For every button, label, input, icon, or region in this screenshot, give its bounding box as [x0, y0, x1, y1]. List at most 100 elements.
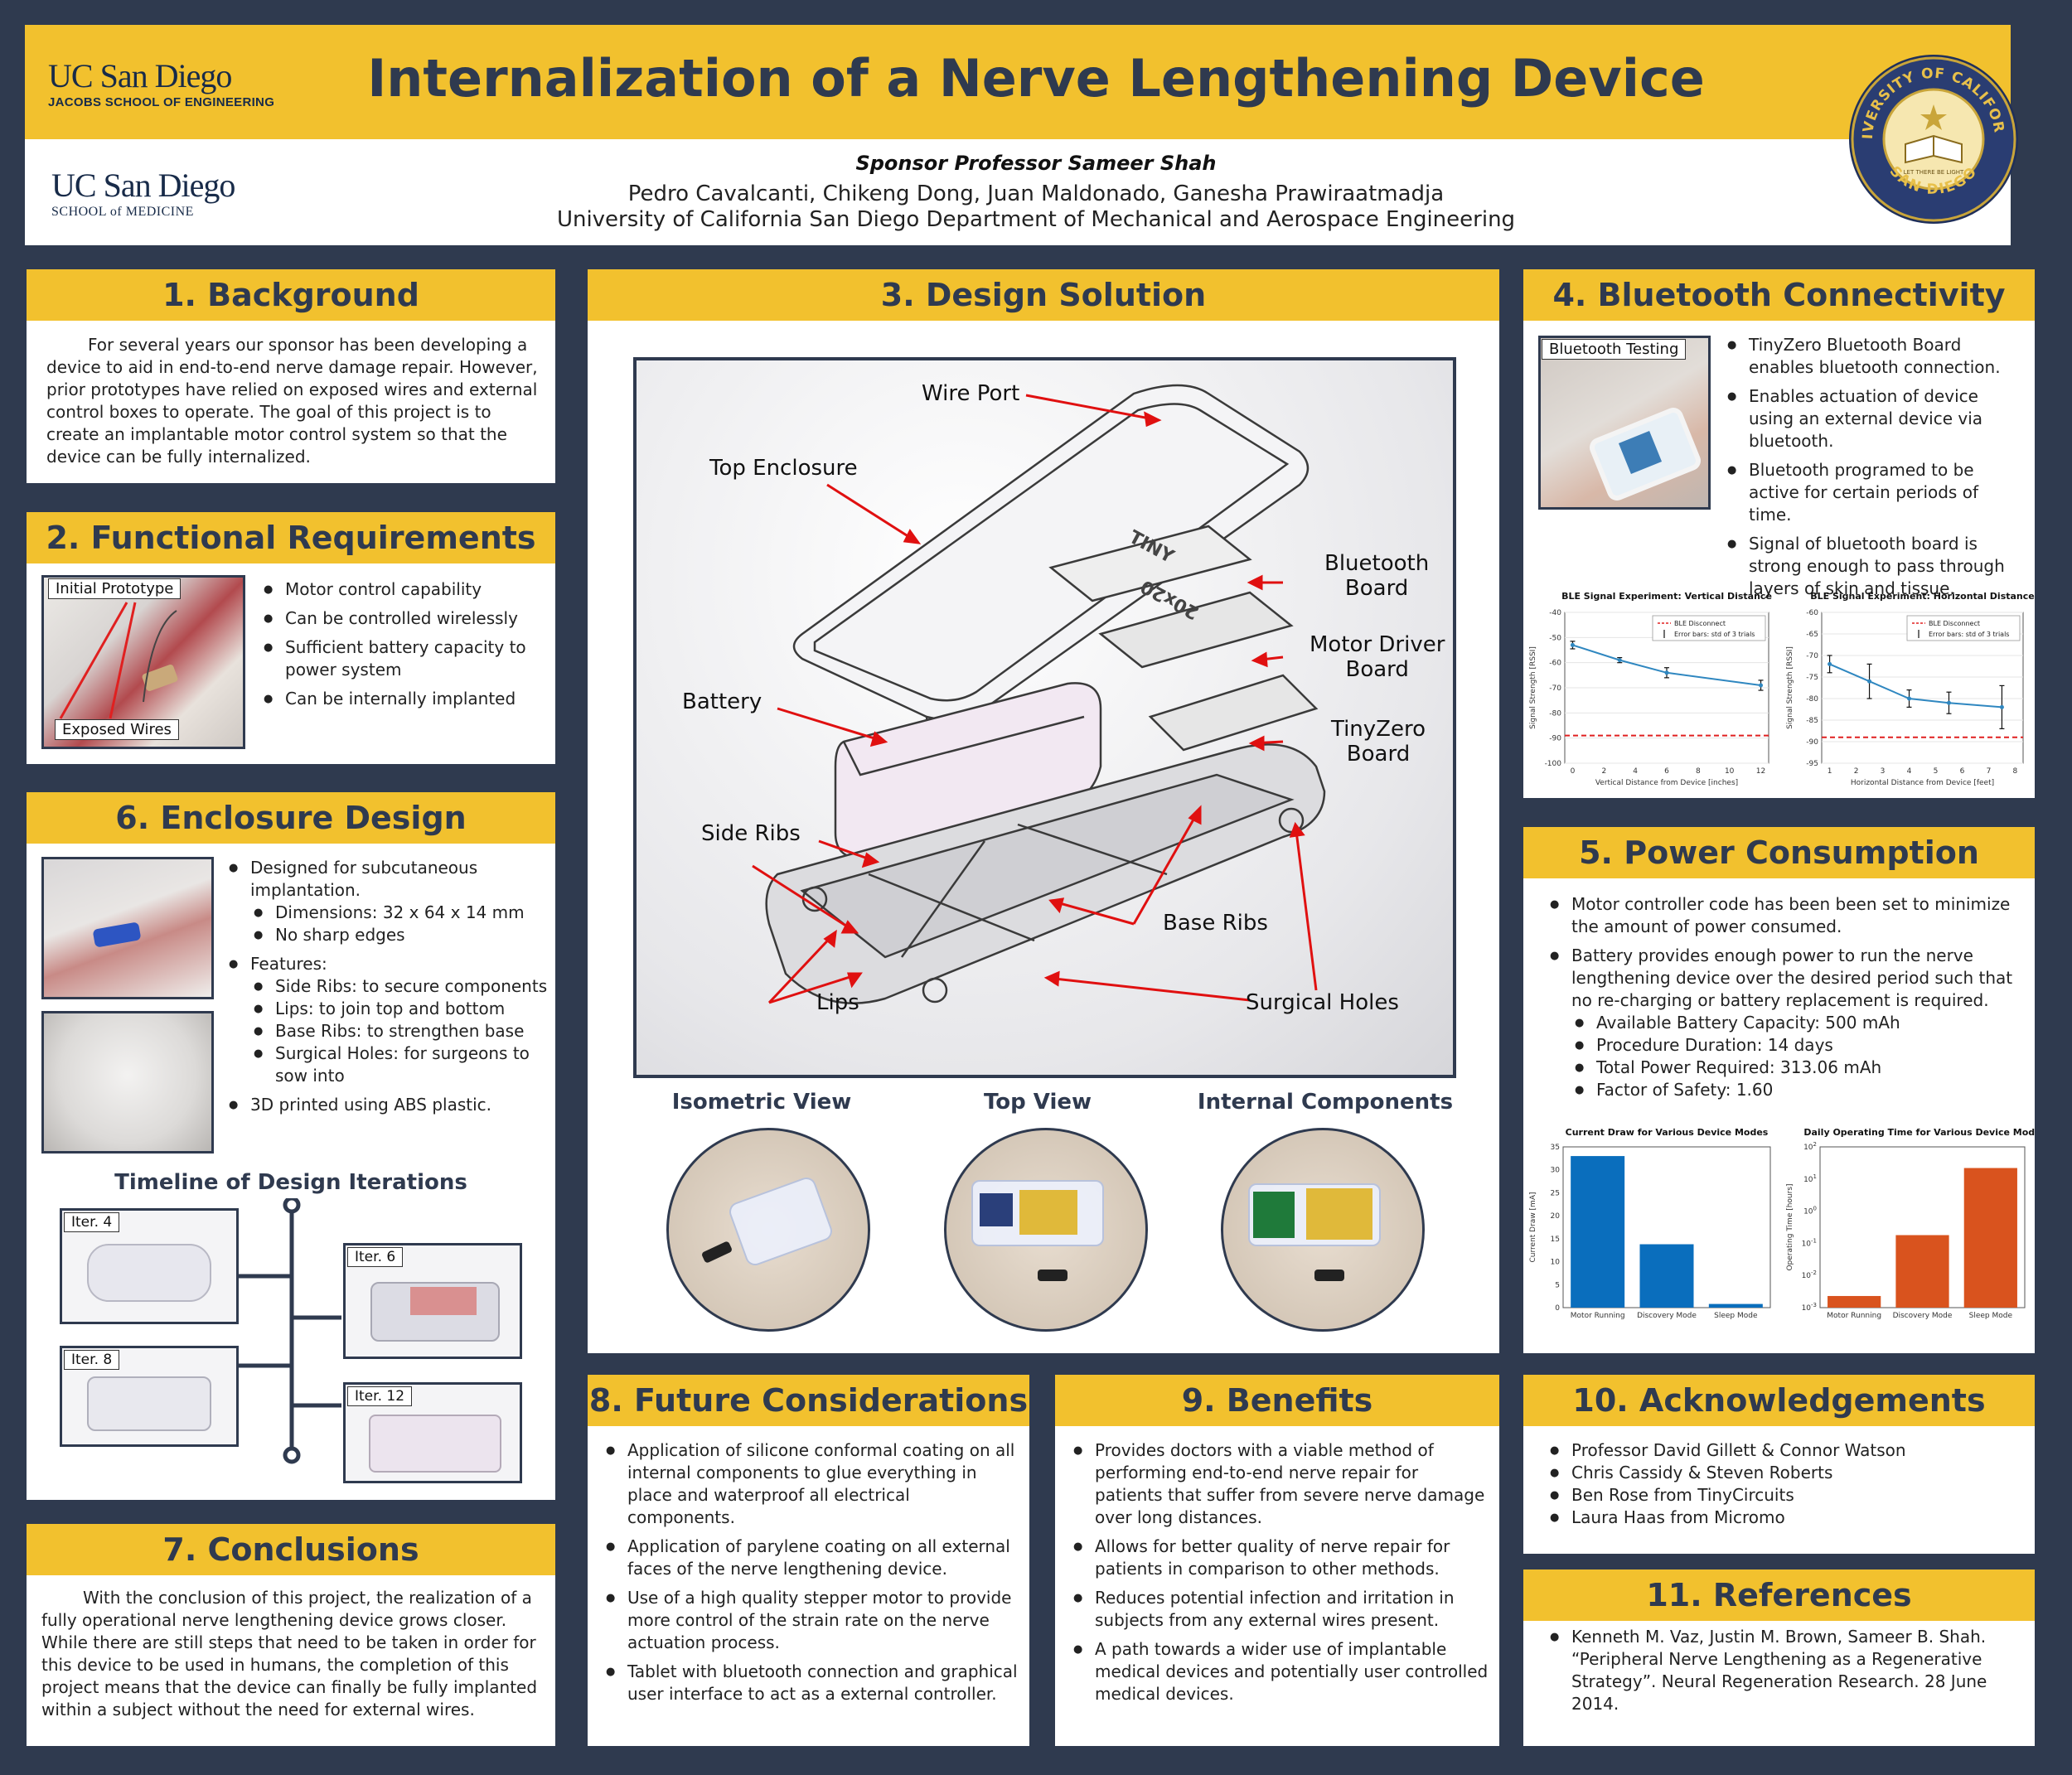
x-tick-label: Discovery Mode — [1637, 1312, 1697, 1320]
benefits-heading: 9. Benefits — [1055, 1375, 1499, 1426]
ble-vertical-chart: BLE Signal Experiment: Vertical Distance… — [1529, 591, 1772, 787]
design-heading: 3. Design Solution — [588, 269, 1499, 321]
future-heading: 8. Future Considerations — [588, 1375, 1029, 1426]
label-motor-line2: Board — [1345, 657, 1409, 682]
list-item: Allows for better quality of nerve repai… — [1070, 1536, 1491, 1580]
y-tick-label: 101 — [1803, 1173, 1817, 1184]
label-base-ribs: Base Ribs — [1163, 911, 1268, 936]
isometric-view-label: Isometric View — [671, 1090, 852, 1115]
y-tick-label: -100 — [1545, 760, 1562, 768]
x-tick-label: 3 — [1881, 767, 1886, 776]
x-tick-label: 4 — [1907, 767, 1912, 776]
initial-prototype-tag: Initial Prototype — [48, 578, 182, 599]
isometric-view-photo — [666, 1128, 870, 1332]
sub-item: Lips: to join top and bottom — [250, 998, 549, 1020]
data-point — [1907, 696, 1912, 701]
y-tick-label: -80 — [1549, 709, 1561, 718]
label-side-ribs: Side Ribs — [701, 821, 801, 846]
top-view-label: Top View — [983, 1090, 1092, 1115]
x-tick-label: Discovery Mode — [1893, 1312, 1953, 1320]
label-bluetooth-line2: Board — [1344, 576, 1409, 601]
requirements-list: Motor control capability Can be controll… — [260, 578, 542, 717]
sub-item: Dimensions: 32 x 64 x 14 mm — [250, 902, 549, 924]
references-list: Kenneth M. Vaz, Justin M. Brown, Sameer … — [1547, 1626, 2021, 1722]
label-wire-port: Wire Port — [922, 381, 1020, 406]
data-point — [1617, 658, 1622, 663]
logo-medicine-text: SCHOOL of MEDICINE — [51, 205, 194, 219]
iteration-6-tag: Iter. 6 — [347, 1247, 404, 1267]
acknowledgements-heading: 10. Acknowledgements — [1523, 1375, 2035, 1426]
x-tick-label: 8 — [2013, 767, 2018, 776]
y-tick-label: 35 — [1551, 1144, 1560, 1152]
list-item-text: Designed for subcutaneous implantation. — [250, 858, 478, 900]
medicine-logo: UC San Diego SCHOOL of MEDICINE — [51, 166, 235, 220]
exploded-view: TINY 20x20 Wire Port — [633, 357, 1456, 1078]
header-band — [25, 25, 2011, 139]
x-tick-label: 10 — [1725, 767, 1735, 776]
exposed-wires-tag: Exposed Wires — [55, 719, 179, 740]
power-sublist: Available Battery Capacity: 500 mAh Proc… — [1571, 1012, 2024, 1101]
label-top-enclosure: Top Enclosure — [709, 456, 858, 481]
y-tick-label: 5 — [1555, 1281, 1560, 1289]
dimension-sublist: Dimensions: 32 x 64 x 14 mm No sharp edg… — [250, 902, 549, 946]
y-tick-label: 10 — [1551, 1259, 1561, 1267]
timeline-title: Timeline of Design Iterations — [114, 1170, 467, 1195]
acknowledgements-list: Professor David Gillett & Connor Watson … — [1547, 1439, 2024, 1529]
ble-horizontal-chart: BLE Signal Experiment: Horizontal Distan… — [1786, 591, 2035, 787]
power-list: Motor controller code has been been set … — [1547, 893, 2024, 1108]
affiliation-line: University of California San Diego Depar… — [556, 207, 1516, 232]
current-draw-chart: Current Draw for Various Device Modes051… — [1529, 1127, 1771, 1320]
enclosure-panel: 6. Enclosure Design Designed for subcuta… — [27, 792, 555, 1500]
features-sublist: Side Ribs: to secure components Lips: to… — [250, 975, 549, 1087]
list-item-text: Features: — [250, 954, 327, 974]
bluetooth-testing-photo — [1538, 336, 1711, 510]
background-panel: 1. Background For several years our spon… — [27, 269, 555, 483]
sub-item: Total Power Required: 313.06 mAh — [1571, 1057, 2024, 1079]
y-tick-label: -60 — [1806, 609, 1818, 617]
list-item-text: Battery provides enough power to run the… — [1571, 946, 2013, 1010]
data-point — [1867, 679, 1872, 684]
sub-item: Surgical Holes: for surgeons to sow into — [250, 1042, 549, 1087]
logo-ucsd-text: UC San Diego — [48, 57, 232, 94]
implant-photo-1 — [41, 857, 214, 999]
y-tick-label: 10-2 — [1802, 1270, 1817, 1280]
enclosure-list: Designed for subcutaneous implantation. … — [225, 857, 549, 1123]
future-list: Application of silicone conformal coatin… — [603, 1439, 1022, 1712]
list-item: Enables actuation of device using an ext… — [1724, 385, 2024, 452]
list-item: Use of a high quality stepper motor to p… — [603, 1587, 1022, 1654]
list-item: Signal of bluetooth board is strong enou… — [1724, 533, 2024, 600]
list-item: Application of silicone conformal coatin… — [603, 1439, 1022, 1529]
list-item: Motor control capability — [260, 578, 542, 601]
requirements-heading: 2. Functional Requirements — [27, 512, 555, 563]
bar — [1895, 1235, 1949, 1308]
seal-motto: LET THERE BE LIGHT — [1904, 169, 1964, 176]
y-tick-label: -70 — [1549, 684, 1561, 693]
y-tick-label: -40 — [1549, 609, 1561, 617]
bar — [1828, 1295, 1881, 1308]
poster-title: Internalization of a Nerve Lengthening D… — [367, 48, 1705, 109]
logo-jacobs-text: JACOBS SCHOOL OF ENGINEERING — [48, 95, 275, 109]
y-tick-label: 10-1 — [1802, 1237, 1817, 1248]
bluetooth-panel: 4. Bluetooth Connectivity Bluetooth Test… — [1523, 269, 2035, 798]
y-axis-label: Current Draw [mA] — [1529, 1192, 1537, 1263]
iteration-8-image: Iter. 8 — [60, 1346, 239, 1447]
data-point — [1946, 700, 1951, 705]
bar — [1708, 1303, 1763, 1308]
label-lips: Lips — [816, 990, 859, 1015]
exploded-cad-drawing: TINY 20x20 — [752, 384, 1326, 1004]
header-subband — [25, 139, 2011, 245]
requirements-panel: 2. Functional Requirements Initial Proto… — [27, 512, 555, 764]
y-tick-label: -90 — [1549, 735, 1561, 743]
top-view-photo — [944, 1128, 1148, 1332]
y-tick-label: 30 — [1551, 1167, 1561, 1175]
list-item: Bluetooth programed to be active for cer… — [1724, 459, 2024, 526]
enclosure-heading: 6. Enclosure Design — [27, 792, 555, 844]
y-tick-label: 25 — [1551, 1189, 1560, 1197]
label-tinyzero-line1: TinyZero — [1331, 717, 1426, 742]
power-panel: 5. Power Consumption Motor controller co… — [1523, 827, 2035, 1353]
legend-label: Error bars: std of 3 trials — [1674, 631, 1755, 638]
university-seal: UNIVERSITY OF CALIFORNIA SAN DIEGO LET T… — [1847, 53, 2018, 224]
list-item: Designed for subcutaneous implantation. … — [225, 857, 549, 946]
